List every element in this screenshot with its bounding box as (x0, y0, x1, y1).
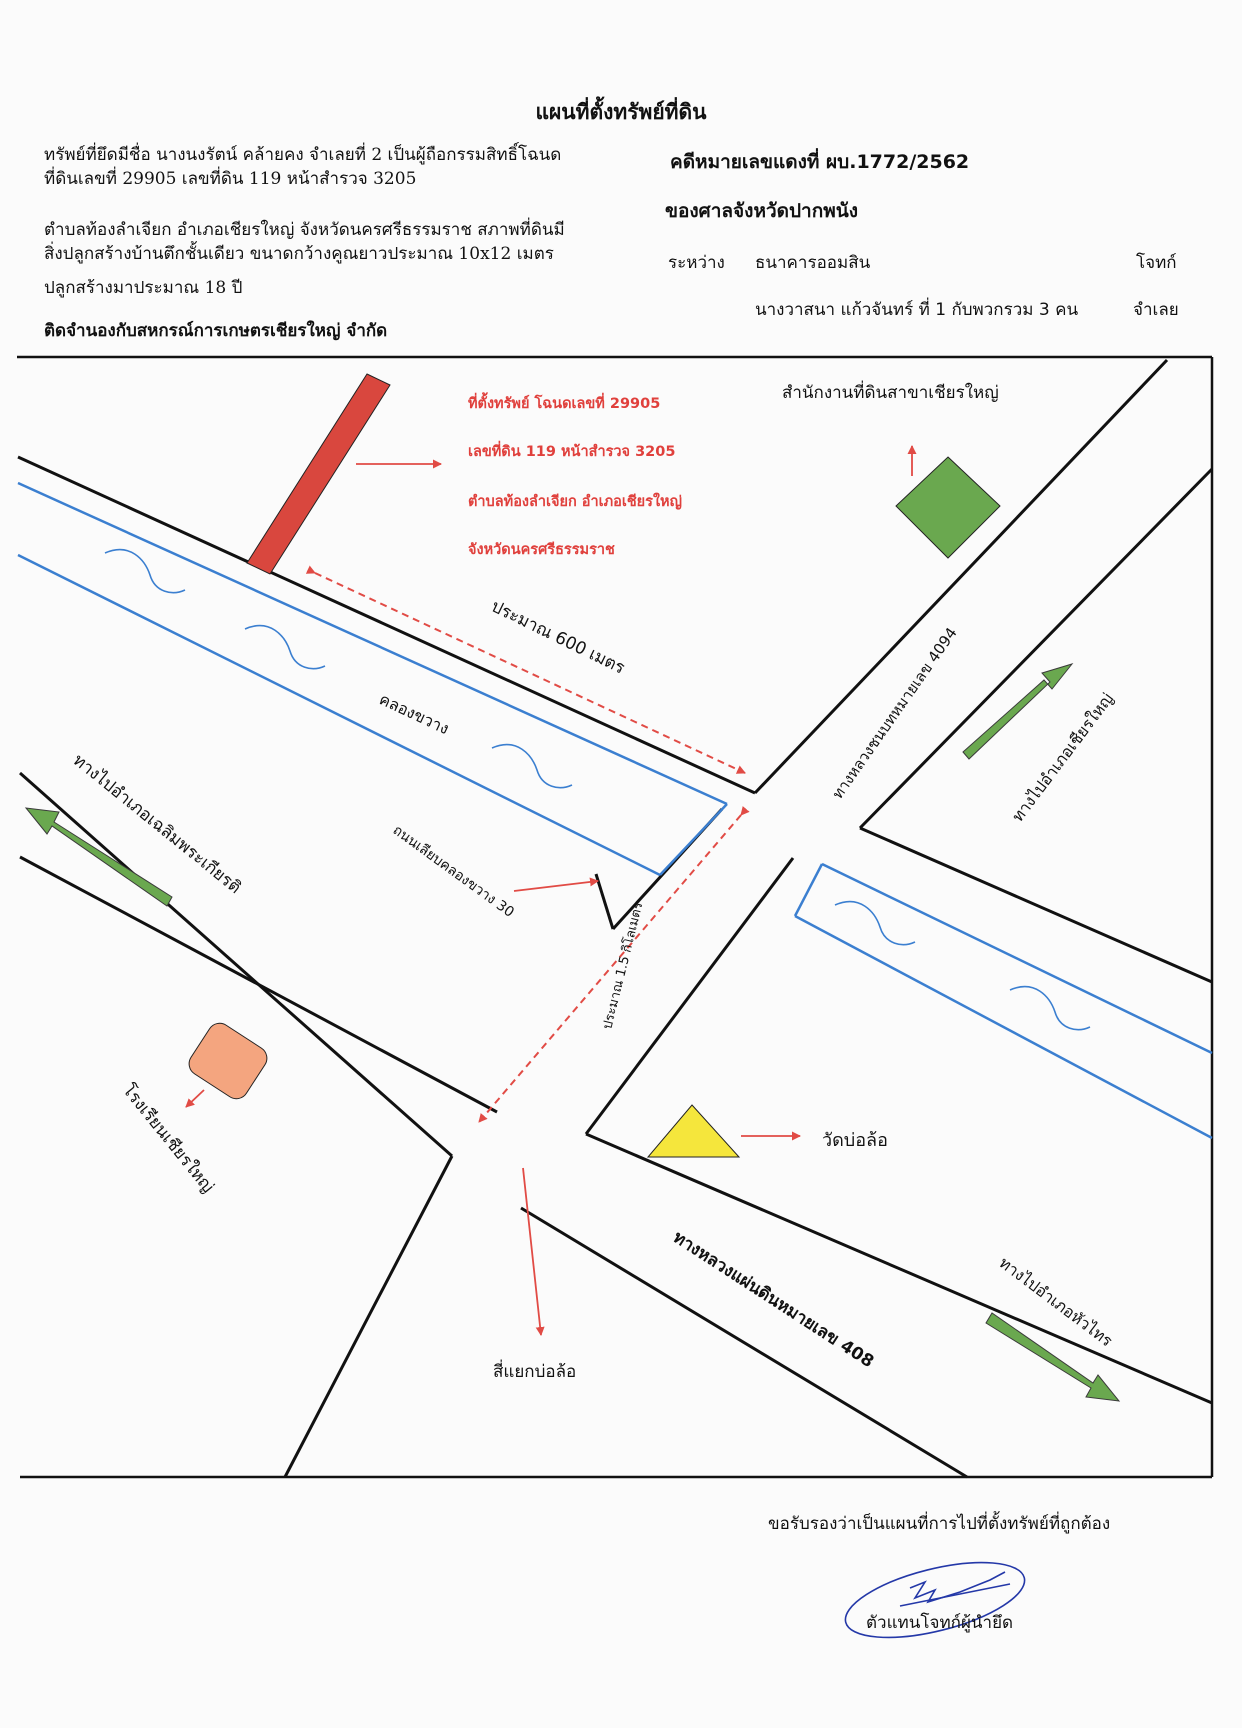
defendant-role: จำเลย (1133, 300, 1179, 320)
distance-arrows (305, 565, 750, 1123)
road-4094-label: ทางหลวงชนบทหมายเลข 4094 (829, 624, 961, 802)
property-description-line-1: ทรัพย์ที่ยึดมีชื่อ นางนงรัตน์ คล้ายคง จำ… (44, 145, 562, 165)
plaintiff-name: ธนาคารออมสิน (755, 253, 871, 273)
between-label: ระหว่าง (668, 253, 725, 273)
property-marker (246, 373, 391, 575)
court-name: ของศาลจังหวัดปากพนัง (665, 200, 859, 222)
water-waves (104, 548, 1091, 1031)
property-label-line-3: ตำบลท้องลำเจียก อำเภอเชียรใหญ่ (468, 492, 682, 510)
intersection-label: สี่แยกบ่อล้อ (493, 1359, 576, 1382)
temple-icon (646, 1104, 741, 1158)
property-label-line-2: เลขที่ดิน 119 หน้าสำรวจ 3205 (468, 440, 675, 460)
to-chaloem-label: ทางไปอำเภอเฉลิมพระเกียรติ (69, 750, 245, 899)
property-description-line-3: ตำบลท้องลำเจียก อำเภอเชียรใหญ่ จังหวัดนค… (44, 220, 565, 240)
direction-arrows (24, 663, 1121, 1402)
pointer-arrows (185, 445, 917, 1336)
road-lines (17, 358, 1214, 1479)
school-label: โรงเรียนเชียรใหญ่ (118, 1080, 218, 1197)
signature-icon (844, 1561, 1026, 1639)
land-office-label: สำนักงานที่ดินสาขาเชียรใหญ่ (782, 380, 999, 403)
land-office-icon (895, 456, 1001, 559)
mortgage-note: ติดจำนองกับสหกรณ์การเกษตรเชียรใหญ่ จำกัด (44, 321, 388, 341)
property-label: ที่ตั้งทรัพย์ โฉนดเลขที่ 29905 เลขที่ดิน… (468, 392, 682, 558)
property-description-line-2: ที่ดินเลขที่ 29905 เลขที่ดิน 119 หน้าสำร… (44, 169, 417, 189)
map-border (17, 355, 1214, 1479)
arrow-to-chianyai-icon (962, 663, 1074, 760)
to-chianyai-label: ทางไปอำเภอเชียรใหญ่ (1008, 689, 1117, 825)
school-icon (188, 1022, 268, 1100)
defendant-name: นางวาสนา แก้วจันทร์ ที่ 1 กับพวกรวม 3 คน (755, 300, 1079, 320)
page-title: แผนที่ตั้งทรัพย์ที่ดิน (535, 99, 707, 124)
property-description-line-5: ปลูกสร้างมาประมาณ 18 ปี (44, 278, 243, 298)
property-label-line-1: ที่ตั้งทรัพย์ โฉนดเลขที่ 29905 (468, 392, 660, 412)
temple-label: วัดบ่อล้อ (822, 1130, 888, 1151)
property-description-line-4: สิ่งปลูกสร้างบ้านตึกชั้นเดียว ขนาดกว้างค… (44, 244, 554, 264)
distance-600m-label: ประมาณ 600 เมตร (488, 597, 628, 679)
canal-label: คลองขวาง (376, 689, 452, 738)
plaintiff-role: โจทก์ (1136, 253, 1177, 273)
signer-title: ตัวแทนโจทก์ผู้นำยึด (866, 1613, 1014, 1633)
arrow-to-chaloem-icon (24, 807, 173, 907)
arrow-to-huasai-icon (985, 1312, 1121, 1402)
highway-408-label: ทางหลวงแผ่นดินหมายเลข 408 (669, 1227, 877, 1372)
certification-statement: ขอรับรองว่าเป็นแผนที่การไปที่ตั้งทรัพย์ท… (768, 1514, 1111, 1534)
case-number: คดีหมายเลขแดงที่ ผบ.1772/2562 (670, 151, 970, 173)
property-label-line-4: จังหวัดนครศรีธรรมราช (468, 541, 615, 558)
canal-road-label: ถนนเลียบคลองขวาง 30 (390, 822, 517, 921)
